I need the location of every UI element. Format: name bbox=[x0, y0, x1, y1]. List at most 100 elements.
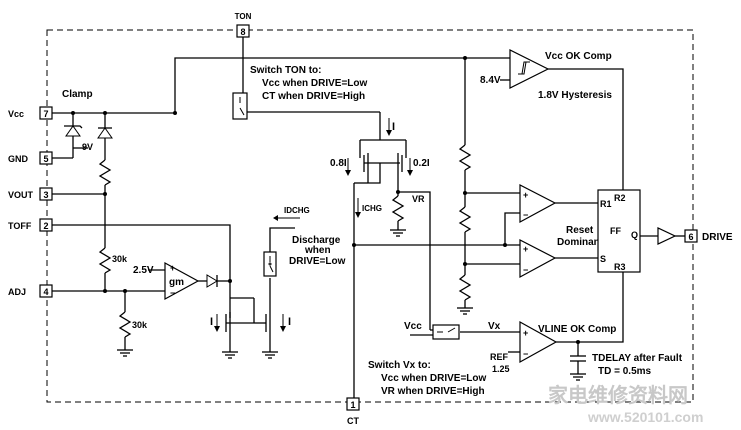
svg-text:4: 4 bbox=[43, 287, 48, 297]
svg-text:家电维修资料网: 家电维修资料网 bbox=[548, 383, 688, 407]
pin-ton: 8 TON bbox=[235, 12, 252, 38]
ct-node-lines bbox=[352, 243, 520, 247]
svg-text:Vcc: Vcc bbox=[8, 109, 24, 119]
svg-text:CT: CT bbox=[347, 416, 359, 426]
pin-drive: 6 DRIVE bbox=[684, 229, 733, 243]
svg-text:REF: REF bbox=[490, 352, 509, 362]
svg-text:Q: Q bbox=[631, 230, 638, 240]
resistor-divider bbox=[457, 58, 520, 315]
gm-amplifier: + − gm 2.5V bbox=[133, 261, 232, 301]
svg-text:DRIVE: DRIVE bbox=[702, 232, 733, 243]
svg-text:TON: TON bbox=[235, 12, 252, 21]
svg-text:Vx: Vx bbox=[488, 321, 501, 332]
svg-text:DRIVE=Low: DRIVE=Low bbox=[289, 256, 346, 267]
toff-line bbox=[52, 224, 231, 298]
switch-ton: Switch TON to: Vcc when DRIVE=Low CT whe… bbox=[232, 65, 395, 140]
svg-text:9V: 9V bbox=[82, 142, 93, 152]
svg-text:Vcc when DRIVE=Low: Vcc when DRIVE=Low bbox=[381, 373, 487, 384]
resistor-30k-lower: 30k bbox=[117, 291, 148, 357]
svg-text:FF: FF bbox=[610, 226, 621, 236]
svg-text:1.8V Hysteresis: 1.8V Hysteresis bbox=[538, 90, 612, 101]
svg-text:Discharge: Discharge bbox=[292, 235, 341, 246]
svg-text:VOUT: VOUT bbox=[8, 190, 34, 200]
svg-text:Clamp: Clamp bbox=[62, 89, 93, 100]
pin-vcc: 7 Vcc bbox=[8, 106, 53, 120]
watermark: 家电维修资料网 www.520101.com bbox=[548, 383, 703, 425]
svg-text:5: 5 bbox=[43, 154, 48, 164]
svg-text:30k: 30k bbox=[132, 320, 148, 330]
svg-text:ICHG: ICHG bbox=[362, 204, 382, 213]
svg-text:Vcc OK Comp: Vcc OK Comp bbox=[545, 51, 612, 62]
comparator-lower: + − Reset Dominant bbox=[519, 225, 604, 279]
svg-text:CT when DRIVE=High: CT when DRIVE=High bbox=[262, 91, 365, 102]
svg-text:−: − bbox=[523, 349, 528, 359]
svg-text:2.5V: 2.5V bbox=[133, 265, 154, 276]
svg-text:0.8I: 0.8I bbox=[330, 158, 347, 169]
svg-text:Switch Vx to:: Switch Vx to: bbox=[368, 360, 431, 371]
tdelay-capacitor: TDELAY after Fault TD = 0.5ms bbox=[570, 342, 683, 381]
flip-flop: R2 R1 FF Q S R3 bbox=[597, 189, 685, 273]
svg-text:Vcc when DRIVE=Low: Vcc when DRIVE=Low bbox=[262, 78, 368, 89]
svg-text:2: 2 bbox=[43, 221, 48, 231]
svg-text:1: 1 bbox=[350, 400, 355, 410]
svg-text:R2: R2 bbox=[614, 193, 626, 203]
svg-text:Vcc: Vcc bbox=[404, 321, 422, 332]
svg-text:+: + bbox=[170, 263, 175, 273]
ichg-arrow: ICHG bbox=[355, 198, 382, 218]
svg-text:I: I bbox=[392, 121, 395, 133]
pin-adj: 4 ADJ bbox=[8, 284, 53, 298]
svg-text:TD = 0.5ms: TD = 0.5ms bbox=[598, 366, 652, 377]
vcc-rail bbox=[52, 37, 510, 115]
svg-text:3: 3 bbox=[43, 190, 48, 200]
svg-text:www.520101.com: www.520101.com bbox=[587, 409, 703, 425]
svg-text:+: + bbox=[523, 190, 528, 200]
clamp-diode bbox=[52, 113, 113, 196]
chip-boundary bbox=[46, 29, 694, 403]
vcc-ok-comparator: 8.4V Vcc OK Comp 1.8V Hysteresis bbox=[480, 49, 624, 190]
svg-text:GND: GND bbox=[8, 154, 29, 164]
upper-current-mirror: 0.8I 0.2I bbox=[330, 139, 430, 398]
svg-text:−: − bbox=[170, 288, 175, 298]
svg-text:I: I bbox=[210, 316, 213, 328]
clamp-zener: Clamp 9V bbox=[52, 89, 93, 159]
adj-node bbox=[52, 289, 165, 293]
svg-text:Reset: Reset bbox=[566, 225, 594, 236]
svg-text:R3: R3 bbox=[614, 262, 626, 272]
svg-text:R1: R1 bbox=[600, 199, 612, 209]
svg-text:1.25: 1.25 bbox=[492, 364, 510, 374]
pin-toff: 2 TOFF bbox=[8, 218, 53, 232]
svg-text:ADJ: ADJ bbox=[8, 287, 26, 297]
svg-text:VR when DRIVE=High: VR when DRIVE=High bbox=[381, 386, 485, 397]
svg-text:8: 8 bbox=[240, 27, 245, 37]
svg-text:I: I bbox=[288, 316, 291, 328]
svg-text:VLINE OK Comp: VLINE OK Comp bbox=[538, 324, 616, 335]
svg-text:IDCHG: IDCHG bbox=[284, 206, 310, 215]
svg-text:−: − bbox=[523, 265, 528, 275]
svg-text:8.4V: 8.4V bbox=[480, 75, 501, 86]
svg-text:0.2I: 0.2I bbox=[413, 158, 430, 169]
svg-text:when: when bbox=[304, 245, 331, 256]
svg-text:S: S bbox=[600, 254, 606, 264]
comparator-upper: + − bbox=[503, 184, 598, 247]
discharge-switch: IDCHG Discharge when DRIVE=Low bbox=[263, 206, 346, 312]
svg-text:+: + bbox=[523, 328, 528, 338]
svg-text:−: − bbox=[523, 210, 528, 220]
pin-gnd: 5 GND bbox=[8, 151, 53, 165]
svg-text:gm: gm bbox=[169, 277, 184, 288]
pin-ct: 1 CT bbox=[346, 397, 360, 426]
svg-text:6: 6 bbox=[688, 232, 693, 242]
switch-vx: Vcc Switch Vx to: Vcc when DRIVE=Low VR … bbox=[368, 321, 487, 397]
svg-text:TDELAY after Fault: TDELAY after Fault bbox=[592, 353, 683, 364]
vline-ok-comparator: + − VLINE OK Comp Vx REF 1.25 bbox=[460, 272, 624, 374]
pin-vout: 3 VOUT bbox=[8, 187, 53, 201]
svg-text:7: 7 bbox=[43, 109, 48, 119]
svg-text:VR: VR bbox=[412, 194, 425, 204]
svg-text:Dominant: Dominant bbox=[557, 237, 604, 248]
resistor-30k-upper: 30k bbox=[98, 194, 128, 291]
svg-text:TOFF: TOFF bbox=[8, 221, 32, 231]
vr-resistor: VR bbox=[390, 190, 431, 330]
svg-text:+: + bbox=[523, 244, 528, 254]
svg-text:Switch TON to:: Switch TON to: bbox=[250, 65, 321, 76]
svg-text:30k: 30k bbox=[112, 254, 128, 264]
